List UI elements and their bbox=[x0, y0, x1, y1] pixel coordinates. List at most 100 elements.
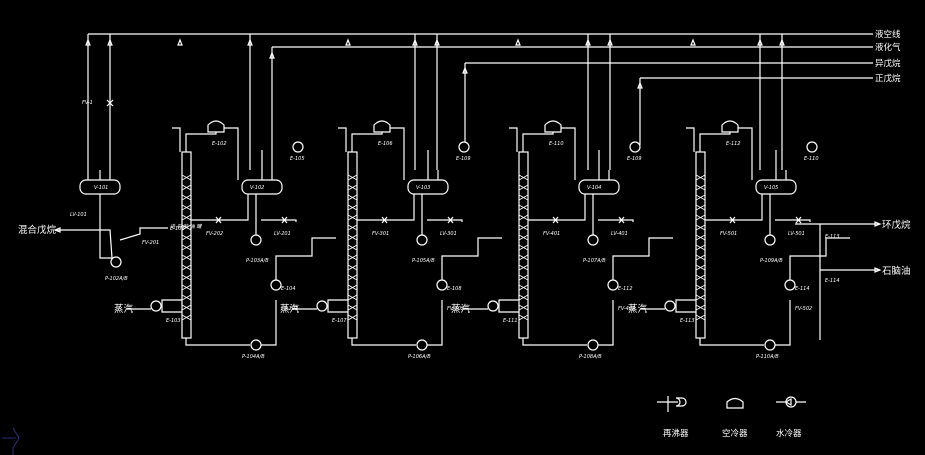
reflux-line-4 bbox=[705, 194, 763, 221]
column-3 bbox=[518, 151, 529, 339]
cooled-line-2 bbox=[441, 237, 502, 280]
feed-drum-v101: V-101 LV-101 混合戊烷 P-102A/B FV-1 bbox=[18, 99, 128, 282]
tag-lv-3: LV-401 bbox=[611, 231, 628, 237]
water-cooler-1 bbox=[270, 279, 282, 291]
header-label-lpg: 液化气 bbox=[875, 42, 901, 53]
lv-valve-1 bbox=[281, 216, 288, 224]
svg-text:LV-101: LV-101 bbox=[70, 212, 87, 218]
tag-drum-4: V-105 bbox=[764, 185, 778, 191]
tag-p1-1: P-103A/B bbox=[246, 258, 269, 264]
tag-p1-3: P-107A/B bbox=[583, 258, 606, 264]
reboiler-3 bbox=[487, 300, 499, 312]
water-cooler-4 bbox=[784, 279, 796, 291]
column-4 bbox=[695, 151, 706, 339]
drum-top-line-1 bbox=[261, 150, 273, 180]
air-cooler-3 bbox=[544, 120, 562, 133]
bottoms-pump-3 bbox=[587, 339, 599, 351]
bottoms-line-4 bbox=[699, 338, 764, 346]
cooled-line-3 bbox=[612, 237, 673, 280]
bottoms-pump-1 bbox=[250, 339, 262, 351]
lv-valve-3 bbox=[618, 216, 625, 224]
cyclopentane-label: 环戊烷 bbox=[882, 219, 911, 231]
reboiler-1 bbox=[150, 300, 162, 312]
svg-text:FV-1: FV-1 bbox=[82, 100, 93, 106]
overhead-cooler-3 bbox=[629, 141, 641, 153]
reboiler-line-1 bbox=[161, 299, 182, 313]
tag-reb-2: E-107 bbox=[332, 318, 347, 324]
bottoms-out-4 bbox=[775, 300, 791, 346]
product-outlets: 环戊烷 石脑油 E-113 E-114 bbox=[795, 219, 911, 340]
tag-hx-3: E-112 bbox=[618, 286, 633, 292]
cooled-line-4 bbox=[789, 237, 850, 280]
tag-lv-4: LV-501 bbox=[788, 231, 805, 237]
column-trays-4 bbox=[695, 174, 706, 321]
overhead-cooler-2 bbox=[458, 141, 470, 153]
tag-drum-2: V-103 bbox=[416, 185, 430, 191]
tag-lv-1: LV-201 bbox=[274, 231, 291, 237]
steam-label-1: 蒸汽 bbox=[114, 303, 134, 315]
bottoms-line-2 bbox=[351, 338, 416, 346]
tag-fvb-4: FV-502 bbox=[795, 306, 812, 312]
tag-cool-3: E-109 bbox=[627, 156, 642, 162]
reflux-pump-4 bbox=[764, 234, 776, 246]
tag-p1-4: P-109A/B bbox=[760, 258, 783, 264]
air-cooler-1 bbox=[207, 120, 225, 133]
bottoms-pump-2 bbox=[416, 339, 428, 351]
tag-cond-1: E-102 bbox=[212, 141, 227, 147]
tag-fvb-3: FV-402 bbox=[618, 306, 635, 312]
reflux-valve-3 bbox=[552, 216, 559, 224]
lv-valve-2 bbox=[447, 216, 454, 224]
header-label-air: 液空线 bbox=[875, 29, 901, 40]
reflux-pump-3 bbox=[587, 234, 599, 246]
tag-fv-4: FV-501 bbox=[720, 231, 737, 237]
header-label-isopentane: 异戊烷 bbox=[875, 58, 901, 69]
reboiler-4 bbox=[664, 300, 676, 312]
legend-water-cooler: 水冷器 bbox=[776, 428, 802, 439]
steam-label-4: 蒸汽 bbox=[628, 303, 648, 315]
feed-line-note: 进 石 脑 油 罐 bbox=[170, 223, 202, 230]
reboiler-line-2 bbox=[327, 299, 348, 313]
vent-line-3 bbox=[509, 127, 518, 152]
svg-text:E-114: E-114 bbox=[825, 278, 840, 284]
tag-cond-4: E-112 bbox=[726, 141, 741, 147]
tag-cool-1: E-105 bbox=[290, 156, 305, 162]
cooled-line-1 bbox=[275, 237, 336, 280]
reflux-valve-2 bbox=[381, 216, 388, 224]
vent-line-1 bbox=[172, 127, 181, 152]
lv-valve-4 bbox=[795, 216, 802, 224]
column-trays-1 bbox=[181, 174, 192, 321]
cond-line-4 bbox=[738, 127, 753, 180]
reflux-pump-2 bbox=[416, 234, 428, 246]
tag-p2-1: P-104A/B bbox=[242, 354, 265, 360]
drum-top-line-2 bbox=[427, 150, 439, 180]
tag-fvb-2: FV-302 bbox=[447, 306, 464, 312]
water-cooler-3 bbox=[607, 279, 619, 291]
overhead-cooler-4 bbox=[806, 141, 818, 153]
reflux-line-3 bbox=[528, 194, 586, 221]
svg-text:E-101: E-101 bbox=[170, 226, 185, 232]
tag-reb-3: E-111 bbox=[503, 318, 518, 324]
column-2 bbox=[347, 151, 358, 339]
pump-discharge-3 bbox=[592, 194, 634, 235]
tag-hx-2: E-108 bbox=[447, 286, 462, 292]
tag-cool-4: E-110 bbox=[804, 156, 819, 162]
column-trays-3 bbox=[518, 174, 529, 321]
drum-top-line-4 bbox=[775, 150, 787, 180]
tag-p2-3: P-108A/B bbox=[579, 354, 602, 360]
svg-text:V-101: V-101 bbox=[94, 185, 108, 191]
tag-hx-4: E-114 bbox=[795, 286, 810, 292]
air-cooler-4 bbox=[721, 120, 739, 133]
tag-reb-4: E-113 bbox=[680, 318, 695, 324]
reflux-line-1 bbox=[191, 194, 249, 221]
bottoms-pump-4 bbox=[764, 339, 776, 351]
bottoms-out-2 bbox=[427, 300, 443, 346]
overhead-cooler-1 bbox=[292, 141, 304, 153]
legend-air-cooler: 空冷器 bbox=[722, 428, 748, 439]
tag-p2-4: P-110A/B bbox=[756, 354, 779, 360]
tag-drum-3: V-104 bbox=[587, 185, 601, 191]
tag-drum-1: V-102 bbox=[250, 185, 264, 191]
column-units: E-102V-102FV-202P-103A/BLV-201E-103P-104… bbox=[114, 120, 850, 360]
tag-reb-1: E-103 bbox=[166, 318, 181, 324]
tag-fv-2: FV-301 bbox=[372, 231, 389, 237]
